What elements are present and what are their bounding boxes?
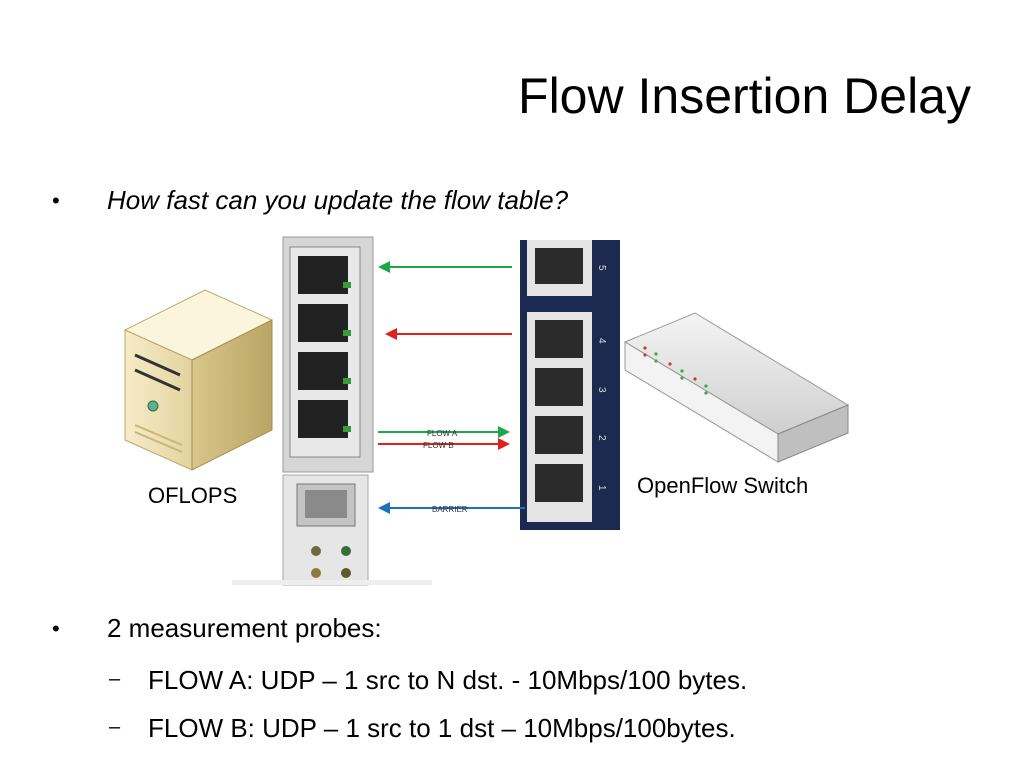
arrow-barrier <box>378 502 525 514</box>
port-number-2: 2 <box>596 435 607 441</box>
barrier-label: BARRIER <box>432 505 468 514</box>
sub-bullet-marker: – <box>109 716 121 738</box>
switch-port-numbers: 5 4 3 2 1 <box>596 265 607 491</box>
port-number-3: 3 <box>596 387 607 393</box>
oflops-server-icon <box>123 289 274 471</box>
oflops-label: OFLOPS <box>148 483 237 508</box>
slide-title: Flow Insertion Delay <box>518 68 971 124</box>
sub-bullet-flow-a: FLOW A: UDP – 1 src to N dst. - 10Mbps/1… <box>148 665 748 695</box>
sub-bullet-flow-b: FLOW B: UDP – 1 src to 1 dst – 10Mbps/10… <box>148 713 736 743</box>
arrow-flow-a <box>378 426 510 438</box>
flow-a-label: FLOW A <box>427 429 458 438</box>
sub-bullet-marker: – <box>109 668 121 690</box>
bullet-probes: 2 measurement probes: <box>107 613 382 643</box>
bullet-question: How fast can you update the flow table? <box>107 185 569 215</box>
openflow-switch-label: OpenFlow Switch <box>637 473 808 498</box>
port-number-1: 1 <box>596 485 607 491</box>
port-number-4: 4 <box>596 338 607 344</box>
arrow-red-top <box>385 328 512 340</box>
port-number-5: 5 <box>596 265 607 271</box>
openflow-switch-icon <box>623 312 850 463</box>
arrow-green-top <box>378 261 512 273</box>
arrow-flow-b <box>378 438 510 450</box>
flow-b-label: FLOW B <box>423 441 454 450</box>
bullet-marker: • <box>52 188 60 213</box>
bullet-marker: • <box>52 616 60 641</box>
switch-port-panel <box>520 240 620 530</box>
oflops-port-panel <box>232 236 432 586</box>
